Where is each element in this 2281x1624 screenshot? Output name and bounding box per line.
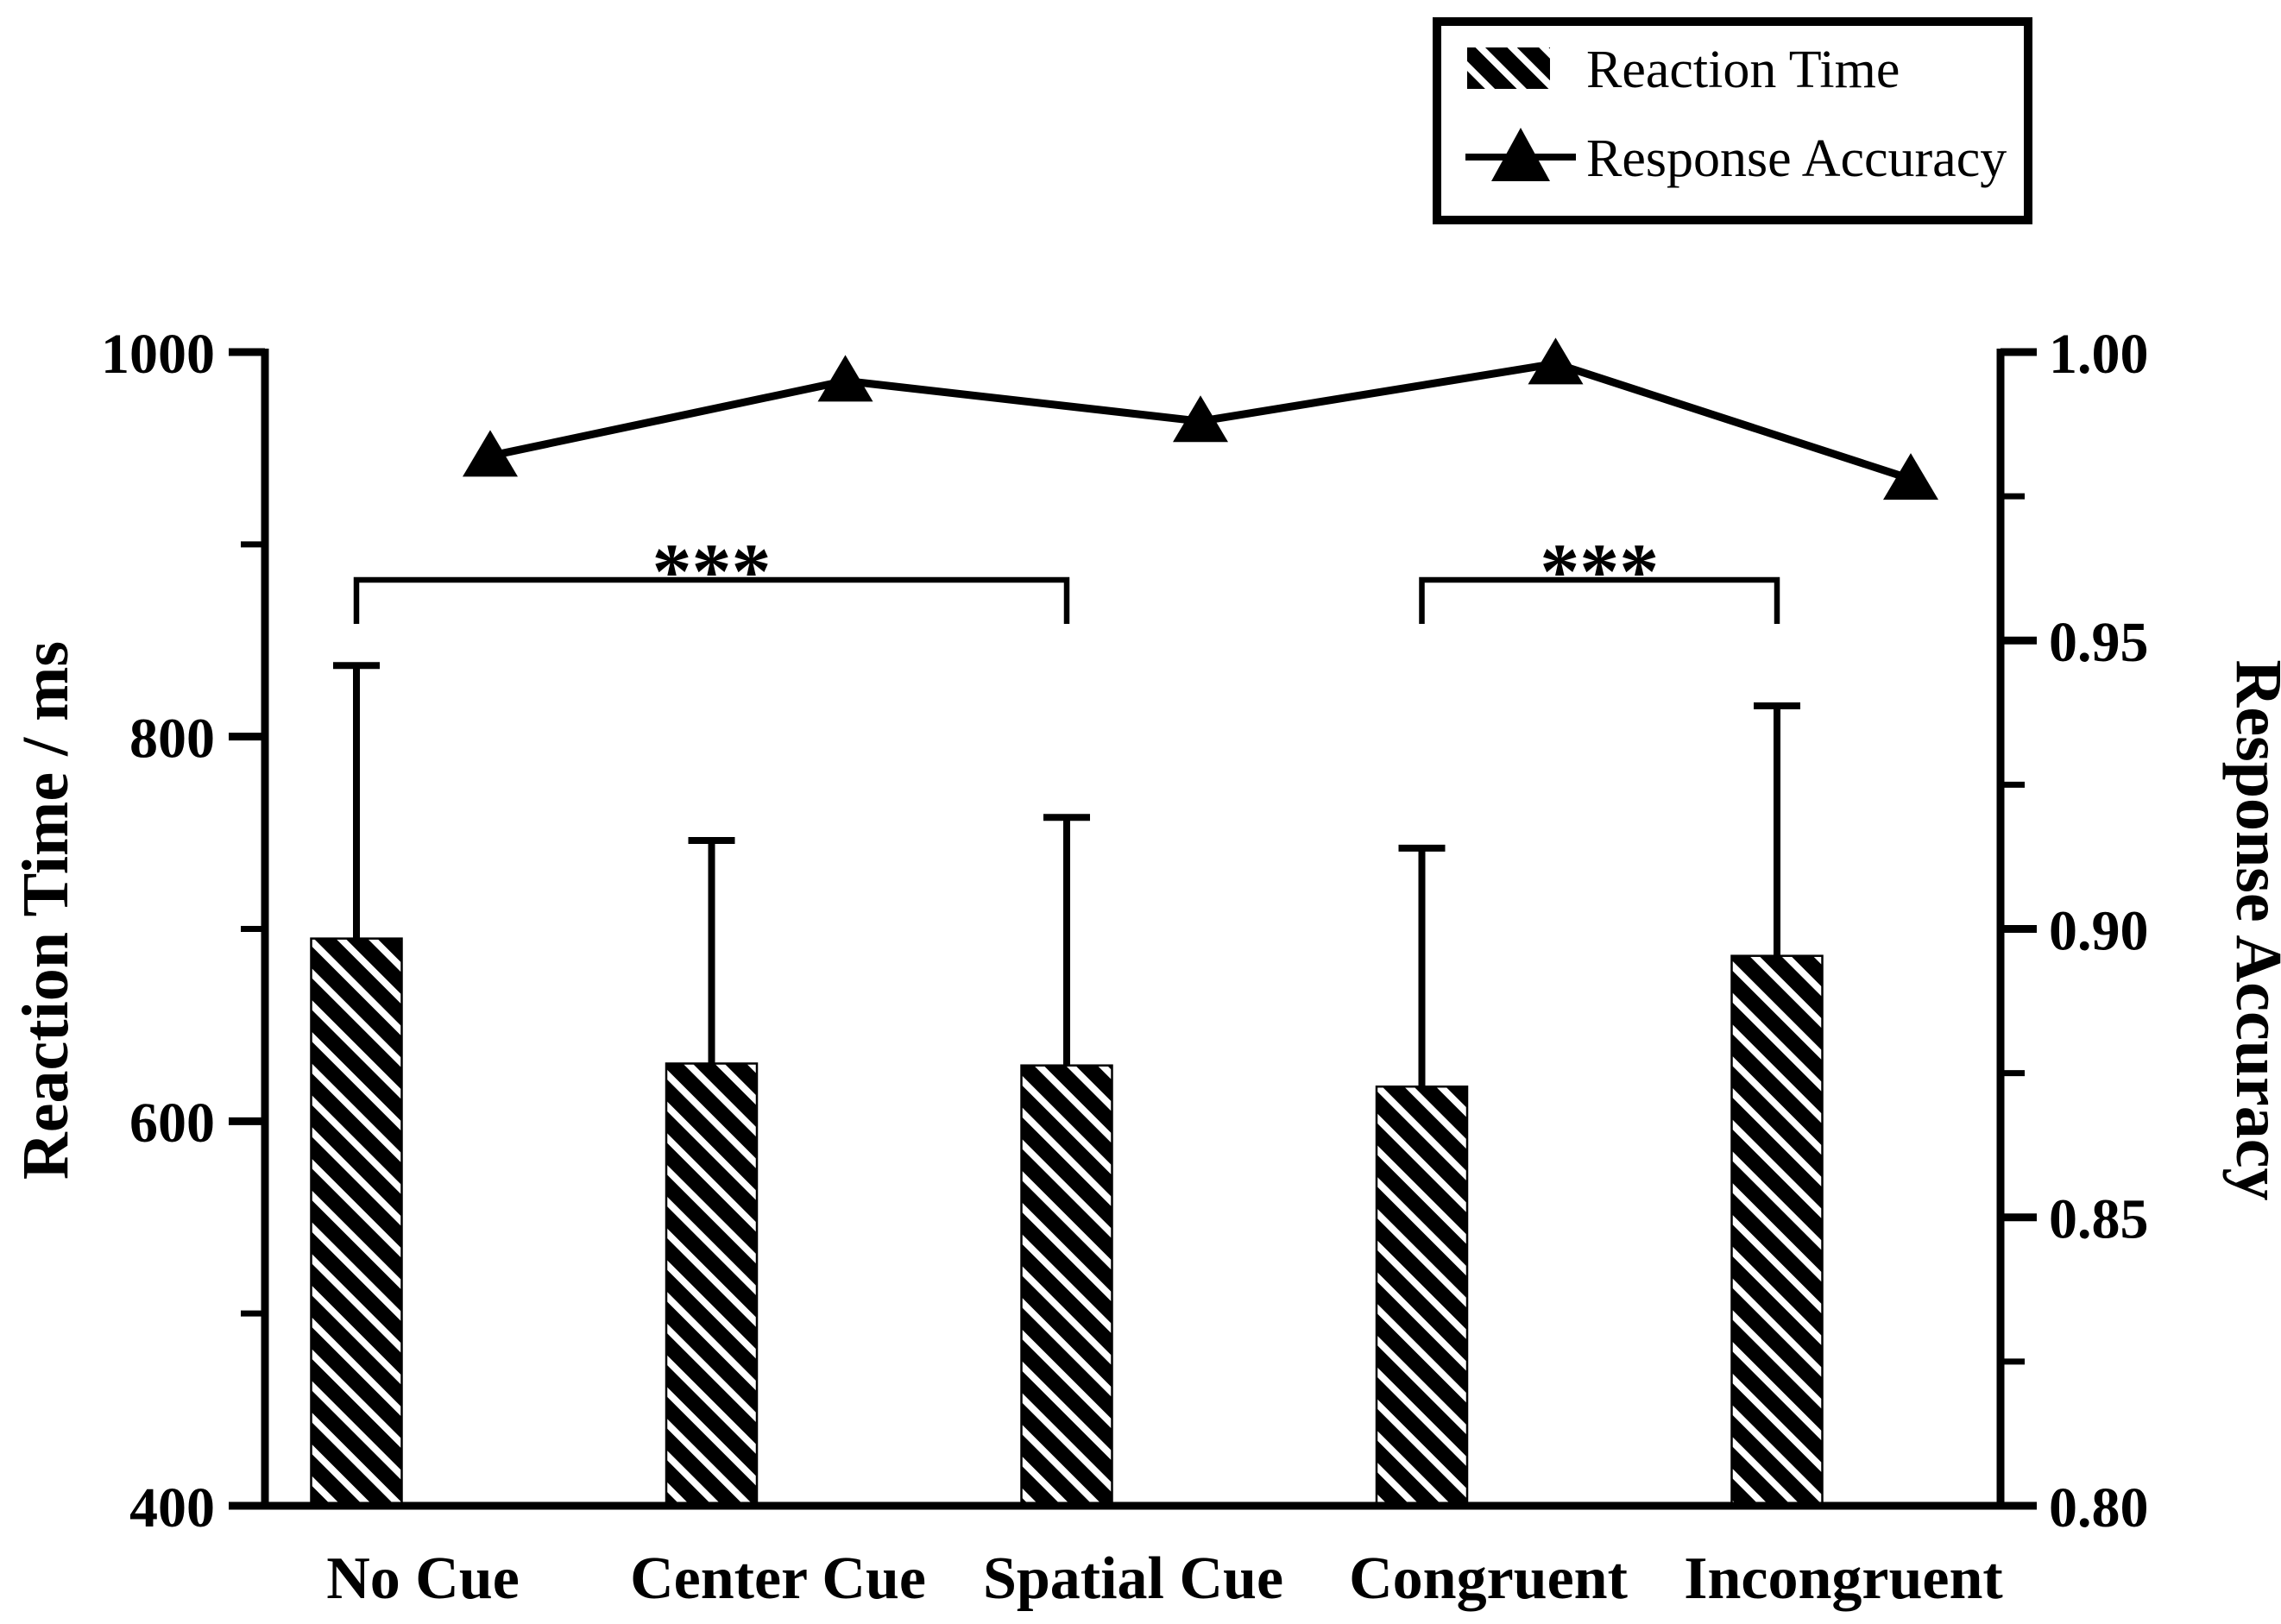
rt-bar (1020, 1064, 1113, 1508)
category-label: No Cue (326, 1545, 520, 1612)
right-axis-tick-label: 1.00 (2049, 323, 2149, 386)
right-axis-title: Response Accuracy (2222, 660, 2281, 1201)
left-axis-tick-label: 400 (129, 1476, 215, 1539)
significance-bracket (353, 576, 1070, 624)
accuracy-triangle-marker (463, 430, 518, 477)
legend-item-reaction-time-label: Reaction Time (1586, 41, 1900, 99)
left-axis-tick-label: 600 (129, 1092, 215, 1155)
legend-box (1433, 17, 2032, 224)
significance-label: *** (652, 527, 772, 615)
legend-triangle-icon (1491, 128, 1550, 181)
left-axis-tick-label: 800 (129, 707, 215, 770)
category-label: Incongruent (1684, 1545, 2002, 1612)
right-axis-tick-label: 0.90 (2049, 899, 2149, 962)
right-axis-tick-label: 0.80 (2049, 1476, 2149, 1539)
legend: Reaction Time Response Accuracy (1433, 17, 2032, 224)
rt-bar (1730, 954, 1824, 1508)
accuracy-triangle-marker (1528, 337, 1584, 385)
accuracy-triangle-marker (1173, 395, 1228, 443)
accuracy-triangle-marker (1883, 453, 1938, 500)
rt-bar (310, 937, 403, 1508)
category-label: Spatial Cue (983, 1545, 1283, 1612)
legend-hatch-swatch-icon (1467, 47, 1550, 89)
legend-item-response-accuracy-label: Response Accuracy (1586, 129, 2007, 188)
rt-bar (1375, 1085, 1469, 1508)
accuracy-triangle-marker (817, 355, 873, 402)
left-axis-title: Reaction Time / ms (9, 641, 82, 1180)
category-label: Congruent (1349, 1545, 1628, 1612)
right-axis-tick-label: 0.95 (2049, 611, 2149, 674)
category-label: Center Cue (630, 1545, 926, 1612)
left-axis-tick-label: 1000 (101, 323, 215, 386)
significance-bracket (1419, 576, 1780, 624)
rt-bar (665, 1062, 759, 1508)
significance-label: *** (1540, 527, 1659, 615)
right-axis-tick-label: 0.85 (2049, 1188, 2149, 1251)
